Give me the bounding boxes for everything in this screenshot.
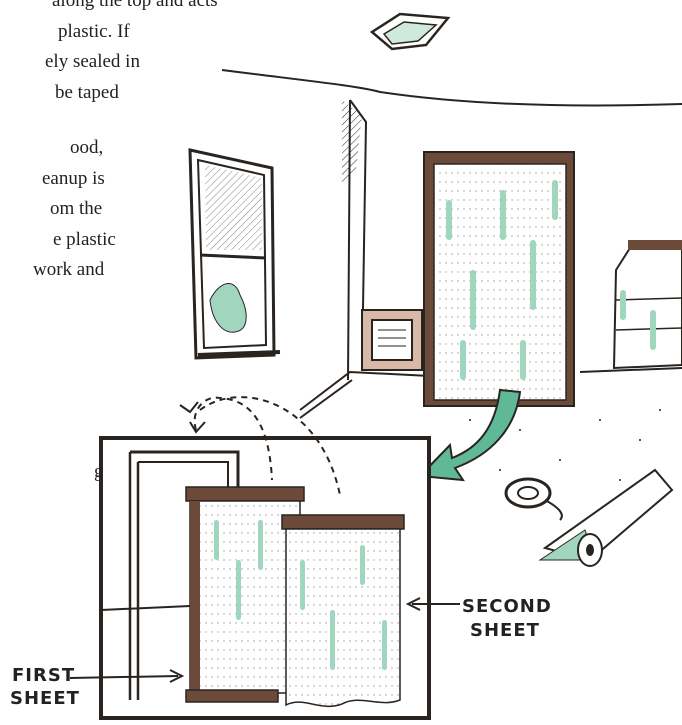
second-sheet-label-1: SECOND — [462, 596, 552, 617]
second-sheet-label-2: SHEET — [470, 620, 540, 641]
wall-vent — [362, 310, 422, 370]
corner-shading — [342, 100, 362, 185]
first-sheet-label-2: SHEET — [10, 688, 80, 709]
ceiling-light — [372, 14, 448, 49]
first-sheet-label-1: FIRST — [12, 665, 75, 686]
inset-detail — [101, 397, 429, 718]
window — [190, 150, 280, 358]
plastic-roll-icon — [540, 470, 672, 566]
tape-roll-icon — [506, 479, 562, 520]
wrapped-dresser — [614, 240, 682, 368]
doorway-with-plastic — [424, 152, 574, 406]
